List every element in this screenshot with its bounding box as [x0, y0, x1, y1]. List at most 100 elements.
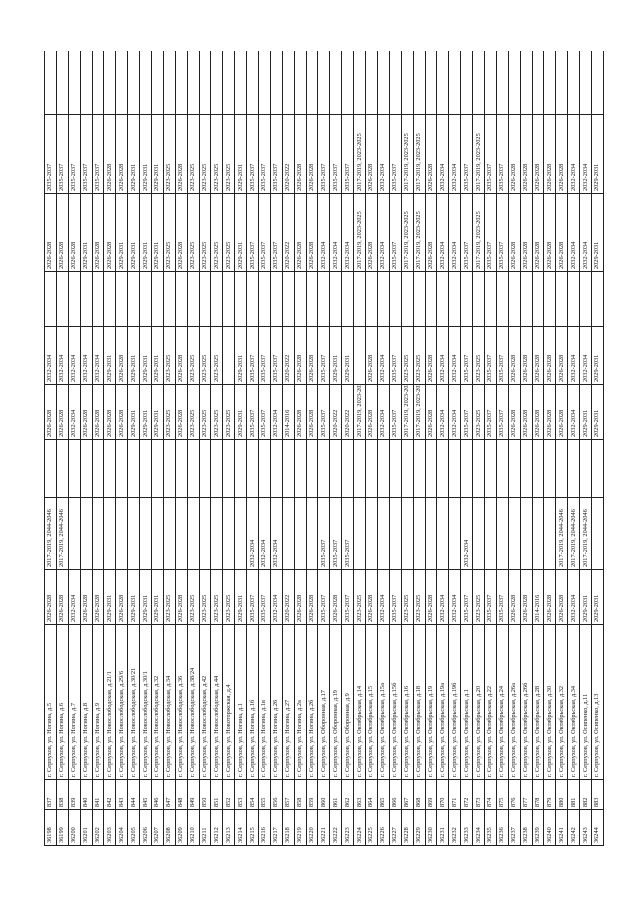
address-cell: г. Серпухов, ул. Оборонная, д.19 [329, 624, 342, 780]
period-cell-1: 2023-2025 [210, 569, 223, 625]
period-cell-3 [234, 439, 247, 498]
period-cell-5: 2032-2034 [68, 326, 81, 385]
period-cell-4: 2023-2025 [163, 384, 176, 440]
period-cell-3 [555, 439, 568, 498]
period-cell-6 [341, 271, 354, 327]
row-id-cell: 36221 [317, 809, 330, 846]
period-cell-4: 2029-2031 [151, 384, 164, 440]
period-cell-9 [579, 51, 592, 115]
row-number-cell: 843 [115, 779, 128, 810]
period-cell-3 [341, 439, 354, 498]
period-cell-1: 2026-2028 [294, 569, 307, 625]
period-cell-9 [448, 51, 461, 115]
address-cell: г. Серпухов, ул. Новослободская, д.30/21 [127, 624, 140, 780]
period-cell-1: 2026-2028 [365, 569, 378, 625]
period-cell-9 [543, 51, 556, 115]
period-cell-1: 2026-2028 [425, 569, 437, 625]
period-cell-5: 2029-2031 [139, 326, 152, 385]
address-cell: г. Серпухов, ул. Ногина, д.2б [306, 624, 318, 780]
period-cell-2 [353, 497, 366, 570]
period-cell-6 [56, 271, 69, 327]
row-number-cell: 880 [555, 779, 568, 810]
period-cell-3 [151, 439, 164, 498]
period-cell-8: 2035-2037 [496, 114, 509, 194]
period-cell-2 [532, 497, 544, 570]
address-cell: г. Серпухов, ул. Ногина, д.1 [234, 624, 247, 780]
period-cell-2 [484, 497, 497, 570]
period-cell-7: 2026-2028 [306, 193, 318, 272]
period-cell-9 [234, 51, 247, 115]
period-cell-7: 2035-2037 [389, 193, 402, 272]
period-cell-7: 2035-2037 [246, 193, 259, 272]
period-cell-8: 2035-2037 [258, 114, 271, 194]
period-cell-3 [329, 439, 342, 498]
period-cell-7: 2035-2037 [496, 193, 509, 272]
address-cell: г. Серпухов, ул. Октябрьская, д.22 [484, 624, 497, 780]
period-cell-8: 2017-2019, 2023-2025 [413, 114, 425, 194]
period-cell-2 [139, 497, 152, 570]
address-cell: г. Серпухов, ул. Октябрьская, д.19 [425, 624, 437, 780]
period-cell-9 [496, 51, 509, 115]
row-number-cell: 846 [151, 779, 164, 810]
address-cell: г. Серпухов, ул. Новослободская, д.21/1 [103, 624, 116, 780]
period-cell-6 [210, 271, 223, 327]
period-cell-1: 2026-2028 [44, 569, 57, 625]
period-cell-7: 2029-2031 [234, 193, 247, 272]
period-cell-4: 2026-2028 [44, 384, 57, 440]
period-cell-7: 2026-2028 [103, 193, 116, 272]
period-cell-1: 2035-2037 [484, 569, 497, 625]
period-cell-8: 2026-2028 [543, 114, 556, 194]
period-cell-6 [496, 271, 509, 327]
period-cell-3 [294, 439, 307, 498]
period-cell-2: 2017-2019, 2044-2046 [567, 497, 580, 570]
row-number-cell: 876 [508, 779, 521, 810]
period-cell-1: 2026-2028 [329, 569, 342, 625]
period-cell-7: 2032-2034 [341, 193, 354, 272]
period-cell-5: 2035-2037 [258, 326, 271, 385]
period-cell-4: 2035-2037 [460, 384, 473, 440]
row-number-cell: 878 [532, 779, 544, 810]
period-cell-6 [199, 271, 211, 327]
period-cell-7: 2020-2022 [282, 193, 295, 272]
period-cell-2 [151, 497, 164, 570]
period-cell-3 [282, 439, 295, 498]
row-id-cell: 36245 [603, 809, 604, 846]
period-cell-3 [448, 439, 461, 498]
row-number-cell: 847 [163, 779, 176, 810]
period-cell-5: 2035-2037 [246, 326, 259, 385]
row-number-cell: 882 [579, 779, 592, 810]
period-cell-3 [270, 439, 283, 498]
period-cell-2 [210, 497, 223, 570]
period-cell-8: 2023-2025 [163, 114, 176, 194]
period-cell-5: 2026-2028 [555, 326, 568, 385]
row-id-cell: 36223 [341, 809, 354, 846]
row-id-cell: 36215 [246, 809, 259, 846]
row-number-cell: 881 [567, 779, 580, 810]
address-cell: г. Серпухов, ул. Ногина, д.1в [258, 624, 271, 780]
period-cell-2 [413, 497, 425, 570]
row-id-cell: 36238 [520, 809, 533, 846]
period-cell-9 [591, 51, 604, 115]
period-cell-2: 2035-2037 [317, 497, 330, 570]
period-cell-6 [579, 271, 592, 327]
period-cell-2 [80, 497, 93, 570]
period-cell-4: 2026-2028 [175, 384, 188, 440]
period-cell-4: 2026-2028 [115, 384, 128, 440]
period-cell-3 [199, 439, 211, 498]
period-cell-2 [472, 497, 485, 570]
period-cell-1: 2023-2025 [187, 569, 200, 625]
period-cell-2 [425, 497, 437, 570]
period-cell-1: 2035-2037 [496, 569, 509, 625]
address-cell: г. Серпухов, ул. Новоторжская, д.4 [222, 624, 235, 780]
period-cell-7: 2026-2028 [294, 193, 307, 272]
address-cell: г. Серпухов, ул. Новослободская, д.34 [163, 624, 176, 780]
